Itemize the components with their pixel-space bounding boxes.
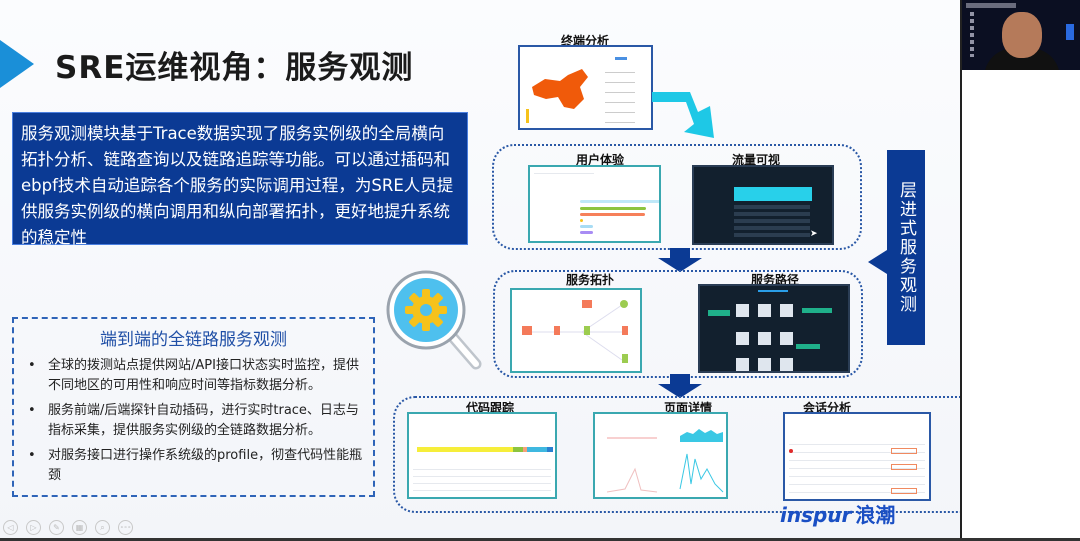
webcam-caption: [966, 3, 1016, 8]
pen-button[interactable]: ✎: [49, 520, 64, 535]
label-page-detail: 页面详情: [663, 401, 712, 415]
side-panel: [960, 0, 1080, 541]
zoom-button[interactable]: ⌕: [95, 520, 110, 535]
left-arrow-icon: [868, 250, 887, 274]
traffic-visibility-screenshot: ➤: [692, 165, 834, 245]
session-analysis-screenshot: [783, 412, 931, 501]
next-icon: ▷: [30, 523, 37, 532]
more-icon: ∘∘∘: [119, 524, 132, 531]
zoom-icon: ⌕: [100, 523, 105, 532]
bullet-item: 服务前端/后端探针自动插码，进行实时trace、日志与指标采集，提供服务实例级的…: [24, 401, 363, 441]
next-slide-button[interactable]: ▷: [26, 520, 41, 535]
down-arrow-icon: [658, 374, 702, 398]
layered-observation-label: 层进式服务观测: [887, 150, 925, 345]
service-path-screenshot: [698, 284, 850, 373]
prev-slide-button[interactable]: ◁: [3, 520, 18, 535]
flow-arrow-icon: [652, 92, 714, 138]
presenter-face: [1002, 12, 1042, 58]
label-service-path: 服务路径: [750, 273, 799, 287]
code-trace-screenshot: [407, 412, 557, 499]
more-button[interactable]: ∘∘∘: [118, 520, 133, 535]
webcam-video: [962, 0, 1080, 70]
label-session-analysis: 会话分析: [802, 401, 851, 415]
down-arrow-icon: [658, 248, 702, 272]
e2e-heading: 端到端的全链路服务观测: [100, 330, 287, 350]
slide-title: SRE运维视角：服务观测: [55, 50, 414, 86]
china-map-icon: [526, 57, 635, 123]
service-topology-screenshot: [510, 288, 642, 373]
pen-icon: ✎: [53, 523, 60, 532]
presenter-body: [984, 48, 1060, 70]
label-terminal-analysis: 终端分析: [560, 34, 609, 48]
page-detail-screenshot: [593, 412, 728, 499]
label-user-experience: 用户体验: [575, 153, 624, 167]
bullet-item: 对服务接口进行操作系统级的profile，彻查代码性能瓶颈: [24, 446, 363, 486]
slides-grid-icon: ▦: [75, 523, 84, 532]
user-experience-screenshot: [528, 165, 661, 243]
label-code-trace: 代码跟踪: [465, 401, 514, 415]
label-service-topology: 服务拓扑: [565, 273, 614, 287]
presentation-slide: SRE运维视角：服务观测 服务观测模块基于Trace数据实现了服务实例级的全局横…: [0, 0, 960, 538]
bottom-border: [0, 538, 1080, 541]
intro-text-box: 服务观测模块基于Trace数据实现了服务实例级的全局横向拓扑分析、链路查询以及链…: [12, 112, 468, 247]
title-arrow-icon: [0, 40, 34, 88]
label-traffic-visibility: 流量可视: [731, 153, 780, 167]
slides-grid-button[interactable]: ▦: [72, 520, 87, 535]
magnifier-gear-icon: [386, 270, 482, 370]
prev-icon: ◁: [7, 523, 14, 532]
bullet-item: 全球的拨测站点提供网站/API接口状态实时监控，提供不同地区的可用性和响应时间等…: [24, 356, 363, 396]
cursor-icon: ➤: [810, 229, 818, 239]
tier-code-page-session: [393, 396, 960, 513]
webcam-badge: [1066, 24, 1074, 40]
e2e-observation-box: 端到端的全链路服务观测 全球的拨测站点提供网站/API接口状态实时监控，提供不同…: [12, 317, 375, 497]
webcam-side-text: [970, 12, 974, 57]
terminal-analysis-screenshot: [518, 45, 653, 130]
